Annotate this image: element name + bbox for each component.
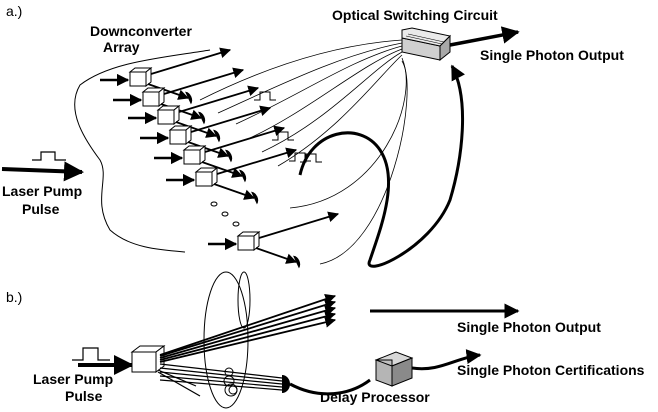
- signal-arrow: [190, 105, 272, 133]
- panel-a-output-label: Single Photon Output: [480, 47, 624, 63]
- idler-arrow: [175, 121, 218, 138]
- signal-arrow: [150, 47, 232, 75]
- downconverter-cube: [183, 149, 201, 165]
- fiber-bundle: [199, 39, 408, 265]
- downconverter-cube: [237, 235, 255, 251]
- downconverter-cube: [129, 71, 147, 87]
- collection-lens-small: [237, 271, 251, 329]
- pump-label-b-line2: Pulse: [65, 388, 103, 404]
- delay-processor-label: Delay Processor: [320, 389, 430, 405]
- signal-arrow: [178, 85, 260, 113]
- downconverter-cube: [195, 171, 213, 187]
- delay-processor-box: [374, 351, 414, 387]
- pump-distribution-curve: [74, 49, 211, 253]
- panel-a: a.) Downconverter Array Optical Switchin…: [1, 3, 624, 269]
- optical-switch-box: [401, 27, 452, 62]
- optical-switch-label: Optical Switching Circuit: [332, 7, 498, 23]
- switch-output-arrow: [449, 26, 520, 47]
- photodetector: [251, 191, 259, 205]
- pump-pulse-icon-b: [72, 347, 110, 361]
- downconverter-label-line1: Downconverter: [90, 23, 192, 39]
- pulse-icon: [300, 153, 322, 163]
- idler-ray-fan: [157, 363, 283, 397]
- downconverter-array: [100, 47, 340, 269]
- certification-label: Single Photon Certifications: [457, 362, 645, 378]
- pump-arrow-a: [1, 161, 84, 182]
- idler-arrow: [187, 141, 230, 158]
- idler-arrow: [147, 83, 190, 100]
- downconverter-cube: [157, 109, 175, 125]
- signal-arrow: [163, 67, 245, 95]
- photodetector: [225, 149, 233, 163]
- pump-label-a-line2: Pulse: [22, 201, 60, 217]
- photodetector: [198, 111, 206, 125]
- downconverter-cube: [142, 91, 160, 107]
- photodetector: [293, 255, 301, 269]
- pump-label-a-line1: Laser Pump: [2, 183, 82, 199]
- pump-label-b-line1: Laser Pump: [33, 371, 113, 387]
- array-ellipsis-dots: [210, 201, 240, 227]
- delay-fiber-line: [289, 378, 371, 396]
- panel-b-tag: b.): [6, 289, 22, 305]
- crystal-cube-b: [130, 345, 166, 373]
- pulse-icon: [272, 131, 294, 141]
- certification-arrow: [411, 349, 482, 371]
- idler-arrow: [213, 183, 256, 200]
- photodetector: [185, 91, 193, 105]
- signal-arrow: [216, 147, 298, 175]
- signal-arrow: [204, 125, 286, 153]
- idler-arrow: [255, 247, 298, 264]
- delay-loops-icon: [223, 367, 238, 397]
- panel-b: b.) Laser Pump Pulse Single Photon Outpu…: [6, 271, 645, 409]
- pulse-icon: [254, 91, 276, 101]
- photodetector: [239, 169, 247, 183]
- idler-arrow: [201, 161, 244, 178]
- panel-b-output-label: Single Photon Output: [457, 319, 601, 335]
- downconverter-label-line2: Array: [103, 39, 140, 55]
- photodetector: [213, 129, 221, 143]
- downconverter-cube: [169, 129, 187, 145]
- photodetector-b: [282, 375, 290, 393]
- signal-arrow: [258, 211, 340, 239]
- panel-a-tag: a.): [6, 3, 22, 19]
- heralding-feedback-line: [298, 64, 465, 268]
- signal-ray-fan: [159, 293, 337, 363]
- pump-pulse-icon-a: [32, 151, 66, 161]
